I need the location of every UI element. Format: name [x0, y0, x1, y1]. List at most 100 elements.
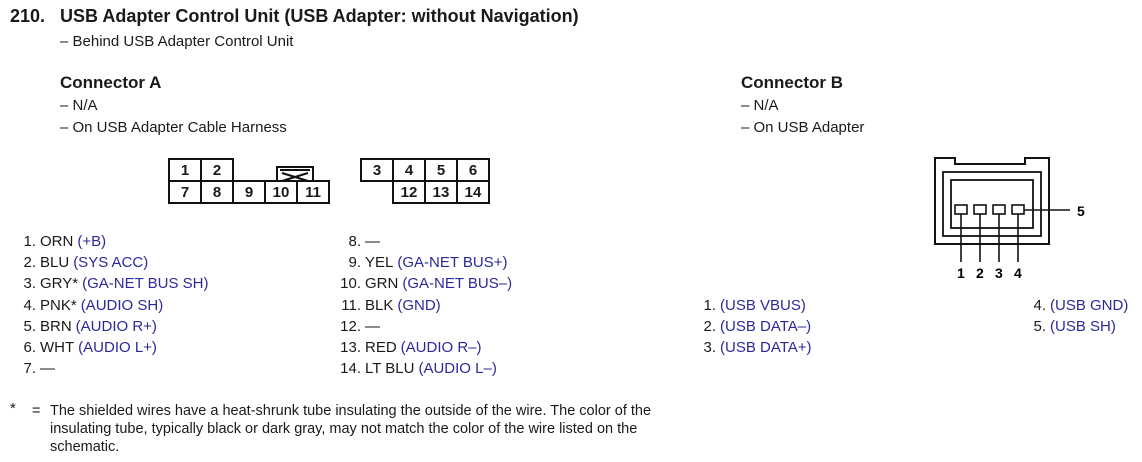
pin-number: 1. [703, 297, 716, 314]
signal-name: (GA-NET BUS SH) [82, 275, 209, 293]
connector-b-pin-list-right: 4.(USB GND)5.(USB SH) [1020, 297, 1128, 339]
wire-color: PNK* [40, 296, 77, 314]
signal-name: (AUDIO SH) [80, 296, 164, 314]
connector-a-pin-cell: 3 [360, 158, 394, 182]
connector-a-pin-cell: 10 [264, 180, 298, 204]
page-title: 210. USB Adapter Control Unit (USB Adapte… [10, 6, 579, 27]
signal-name: (USB GND) [1050, 297, 1129, 314]
wire-color: — [40, 360, 55, 378]
component-location: – Behind USB Adapter Control Unit [60, 33, 294, 50]
pin-list-item: 9.YEL(GA-NET BUS+) [335, 254, 512, 275]
footnote-equals: = [32, 403, 41, 419]
pin-number: 12. [340, 317, 361, 335]
wire-color: ORN [40, 233, 74, 250]
pin-number: 9. [348, 254, 361, 272]
connector-a-cell-empty [329, 181, 361, 203]
pin-list-item: 6.WHT(AUDIO L+) [10, 339, 208, 360]
pin-number: 14. [340, 360, 361, 378]
pin-list-item: 4.(USB GND) [1020, 297, 1128, 318]
pin-number: 6. [23, 338, 36, 356]
connector-a-header: Connector A [60, 73, 162, 92]
pin-number: 1. [23, 233, 36, 250]
pin-list-item: 5.(USB SH) [1020, 318, 1128, 339]
wire-color: BLK [365, 296, 394, 314]
connector-a-pin-cell: 2 [200, 158, 234, 182]
connector-a-cell-empty [329, 159, 361, 181]
wire-color: YEL [365, 254, 394, 272]
connector-a-latch [276, 166, 314, 182]
connector-a-pin-cell: 9 [232, 180, 266, 204]
connector-b-pin-list-left: 1.(USB VBUS)2.(USB DATA–)3.(USB DATA+) [690, 297, 812, 361]
signal-name: (AUDIO R+) [75, 317, 157, 335]
footnote-symbol: * [10, 400, 16, 417]
pin-number: 11. [341, 296, 361, 314]
signal-name: (GND) [397, 296, 441, 314]
connector-a-pin-cell: 5 [424, 158, 458, 182]
connector-b-part: – N/A [741, 97, 779, 114]
connector-a-pin-cell: 12 [392, 180, 426, 204]
signal-name: (AUDIO L–) [418, 360, 497, 378]
connector-b-terminals [954, 204, 1070, 262]
connector-b-pin-label: 2 [976, 265, 984, 281]
pin-number: 4. [1033, 297, 1046, 314]
pin-list-item: 13.RED(AUDIO R–) [335, 339, 512, 360]
wire-color: WHT [40, 338, 75, 356]
section-number: 210. [10, 6, 46, 26]
connector-a-pin-cell: 6 [456, 158, 490, 182]
connector-a-cell-empty [361, 181, 393, 203]
pin-list-item: 2.(USB DATA–) [690, 318, 812, 339]
pin-number: 8. [348, 233, 361, 250]
signal-name: (USB DATA–) [720, 318, 812, 336]
connector-a-pin-cell: 8 [200, 180, 234, 204]
pin-list-item: 5.BRN(AUDIO R+) [10, 318, 208, 339]
connector-a-pin-list-right: 8.—9.YEL(GA-NET BUS+)10.GRN(GA-NET BUS–)… [335, 233, 512, 381]
connector-b-location: – On USB Adapter [741, 119, 865, 136]
connector-a-cell-empty [233, 159, 265, 182]
wire-color: BLU [40, 254, 70, 272]
connector-a-location: – On USB Adapter Cable Harness [60, 119, 287, 136]
footnote: * = The shielded wires have a heat-shrun… [10, 400, 670, 458]
connector-b-diagram: 1 2 3 4 5 [934, 157, 1085, 281]
pin-list-item: 1.ORN(+B) [10, 233, 208, 254]
pin-list-item: 2.BLU(SYS ACC) [10, 254, 208, 275]
connector-a-pin-cell: 11 [296, 180, 330, 204]
connector-a-part: – N/A [60, 97, 98, 114]
signal-name: (GA-NET BUS–) [402, 275, 513, 293]
wire-color: LT BLU [365, 360, 415, 378]
pin-list-item: 11.BLK(GND) [335, 297, 512, 318]
pin-number: 5. [1033, 318, 1046, 336]
wire-color: GRY* [40, 275, 79, 293]
connector-b-pin-label: 5 [1077, 203, 1085, 219]
signal-name: (AUDIO L+) [78, 338, 157, 356]
wire-color: — [365, 233, 380, 250]
wire-color: — [365, 317, 380, 335]
connector-a-pin-cell: 13 [424, 180, 458, 204]
connector-b-pin-label: 1 [957, 265, 965, 281]
pin-number: 3. [703, 339, 716, 357]
pin-number: 10. [340, 275, 361, 293]
pin-list-item: 10.GRN(GA-NET BUS–) [335, 275, 512, 296]
connector-b-header: Connector B [741, 73, 843, 92]
pin-list-item: 12.— [335, 318, 512, 339]
signal-name: (GA-NET BUS+) [397, 254, 508, 272]
pin-list-item: 1.(USB VBUS) [690, 297, 812, 318]
connector-a-pin-cell: 7 [168, 180, 202, 204]
pin-list-item: 4.PNK*(AUDIO SH) [10, 297, 208, 318]
signal-name: (SYS ACC) [73, 254, 149, 272]
pin-number: 3. [23, 275, 36, 293]
signal-name: (+B) [77, 233, 107, 250]
connector-b-pin-label: 3 [995, 265, 1003, 281]
pin-number: 2. [23, 254, 36, 272]
signal-name: (USB SH) [1050, 318, 1116, 336]
pin-list-item: 7.— [10, 360, 208, 381]
signal-name: (USB DATA+) [720, 339, 812, 357]
wire-color: RED [365, 338, 397, 356]
signal-name: (AUDIO R–) [400, 338, 482, 356]
pin-number: 4. [23, 296, 36, 314]
section-title: USB Adapter Control Unit (USB Adapter: w… [60, 6, 579, 26]
connector-a-pin-cell: 1 [168, 158, 202, 182]
connector-b-pin-label: 4 [1014, 265, 1022, 281]
pin-list-item: 3.GRY*(GA-NET BUS SH) [10, 275, 208, 296]
